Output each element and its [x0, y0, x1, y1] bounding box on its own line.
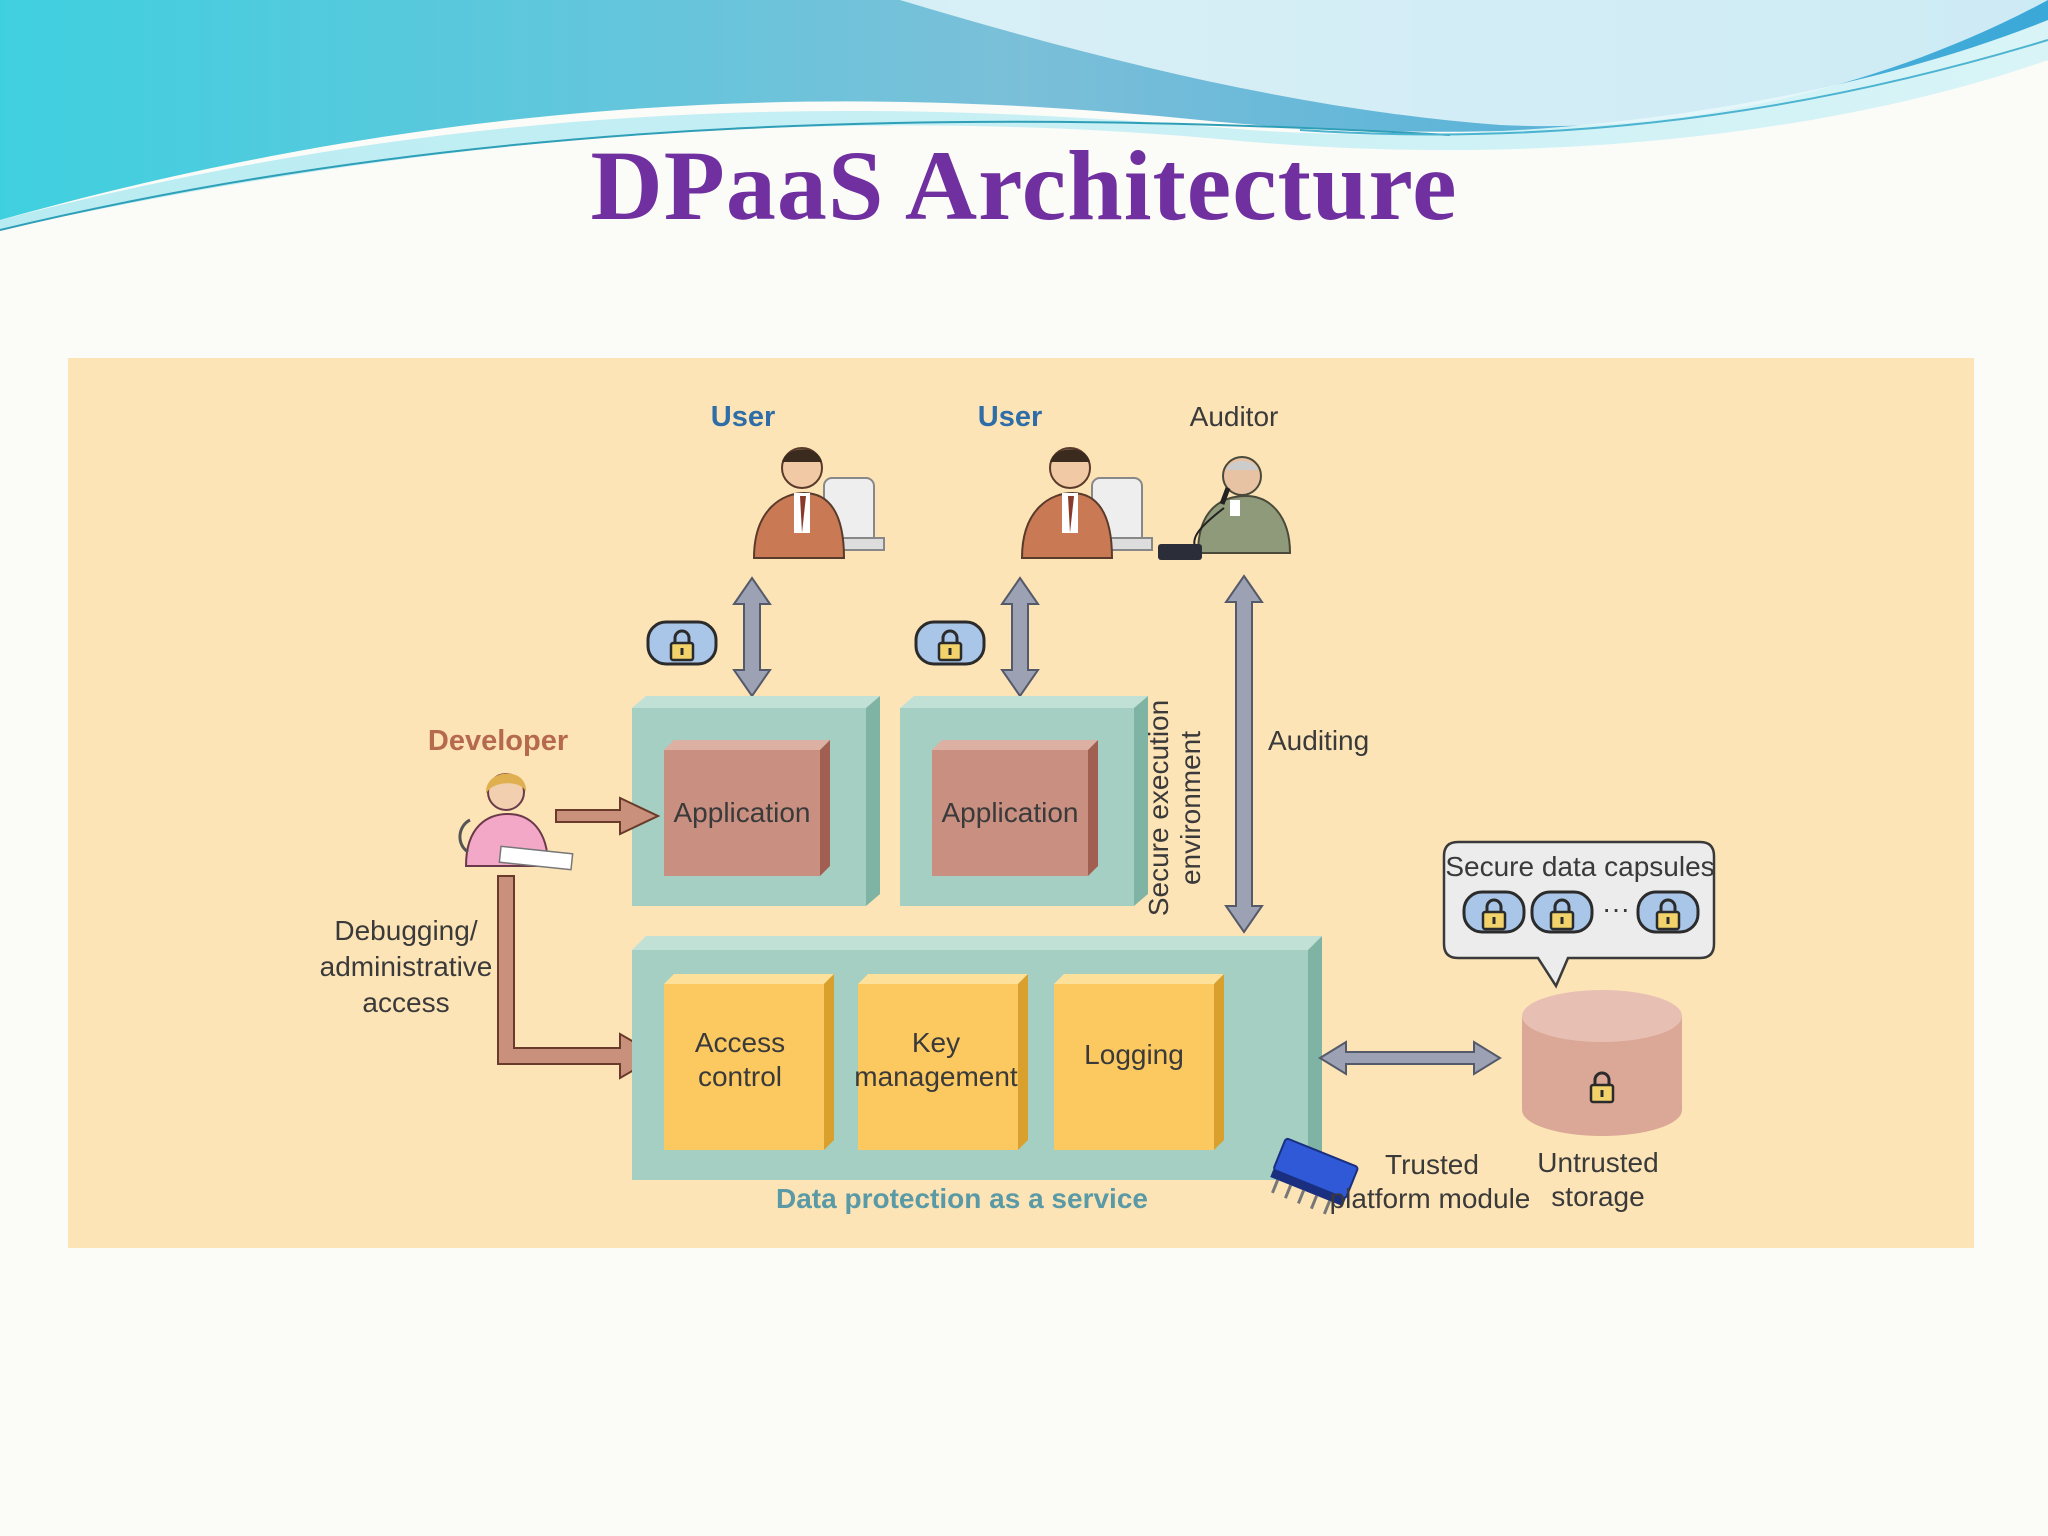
- application-box-right: [932, 740, 1098, 876]
- secure-env-label: Secure execution environment: [1143, 700, 1206, 916]
- tpm-label-line2: platform module: [1330, 1183, 1531, 1214]
- auditor-label: Auditor: [1190, 401, 1279, 432]
- secure-env-label-line1: Secure execution: [1143, 700, 1174, 916]
- user-left-label: User: [711, 401, 776, 433]
- developer-icon: [458, 773, 574, 871]
- access-control-box: [664, 974, 834, 1150]
- logging-box: [1054, 974, 1224, 1150]
- debugging-label-line3: access: [362, 987, 449, 1018]
- architecture-diagram: User User Auditor Developer Application …: [320, 401, 1716, 1215]
- developer-label: Developer: [428, 725, 568, 757]
- capsule-lock-1: [1462, 890, 1526, 934]
- debugging-label-line2: administrative: [320, 951, 493, 982]
- user-right-icon: [1020, 447, 1153, 559]
- lock-bubble-right: [914, 620, 986, 666]
- auditing-arrow: [1224, 574, 1264, 934]
- dpaas-platform-label: Data protection as a service: [776, 1183, 1148, 1214]
- user-left-arrow: [732, 576, 772, 698]
- diagram-panel: User User Auditor Developer Application …: [68, 358, 1974, 1248]
- key-management-label-line2: management: [854, 1061, 1018, 1092]
- capsule-lock-2: [1530, 890, 1594, 934]
- logging-label: Logging: [1084, 1039, 1184, 1070]
- access-control-label-line1: Access: [695, 1027, 785, 1058]
- debugging-label: Debugging/ administrative access: [320, 915, 493, 1018]
- secure-env-label-line2: environment: [1175, 731, 1206, 885]
- trusted-platform-module-chip-icon: [1270, 1137, 1359, 1215]
- debugging-label-line1: Debugging/: [334, 915, 477, 946]
- key-management-box: [858, 974, 1028, 1150]
- slide-title: DPaaS Architecture: [590, 130, 1458, 241]
- auditor-icon: [1158, 456, 1292, 560]
- capsule-ellipsis: ···: [1602, 893, 1630, 924]
- tpm-label-line1: Trusted: [1385, 1149, 1479, 1180]
- application-left-label: Application: [674, 797, 811, 828]
- application-box-left: [664, 740, 830, 876]
- user-right-arrow: [1000, 576, 1040, 698]
- secure-data-capsules-label: Secure data capsules: [1445, 851, 1714, 882]
- application-right-label: Application: [942, 797, 1079, 828]
- developer-to-app-arrow: [555, 796, 661, 836]
- access-control-label-line2: control: [698, 1061, 782, 1092]
- capsule-lock-3: [1636, 890, 1700, 934]
- header-wave-banner: [0, 0, 2048, 231]
- auditing-label: Auditing: [1268, 725, 1369, 756]
- key-management-label-line1: Key: [912, 1027, 960, 1058]
- untrusted-storage-label-line2: storage: [1551, 1181, 1644, 1212]
- untrusted-storage-label-line1: Untrusted: [1537, 1147, 1658, 1178]
- user-left-icon: [752, 447, 885, 559]
- untrusted-storage-cylinder-icon: [1522, 990, 1682, 1136]
- lock-bubble-left: [646, 620, 718, 666]
- platform-storage-arrow: [1318, 1040, 1502, 1076]
- user-right-label: User: [978, 401, 1043, 433]
